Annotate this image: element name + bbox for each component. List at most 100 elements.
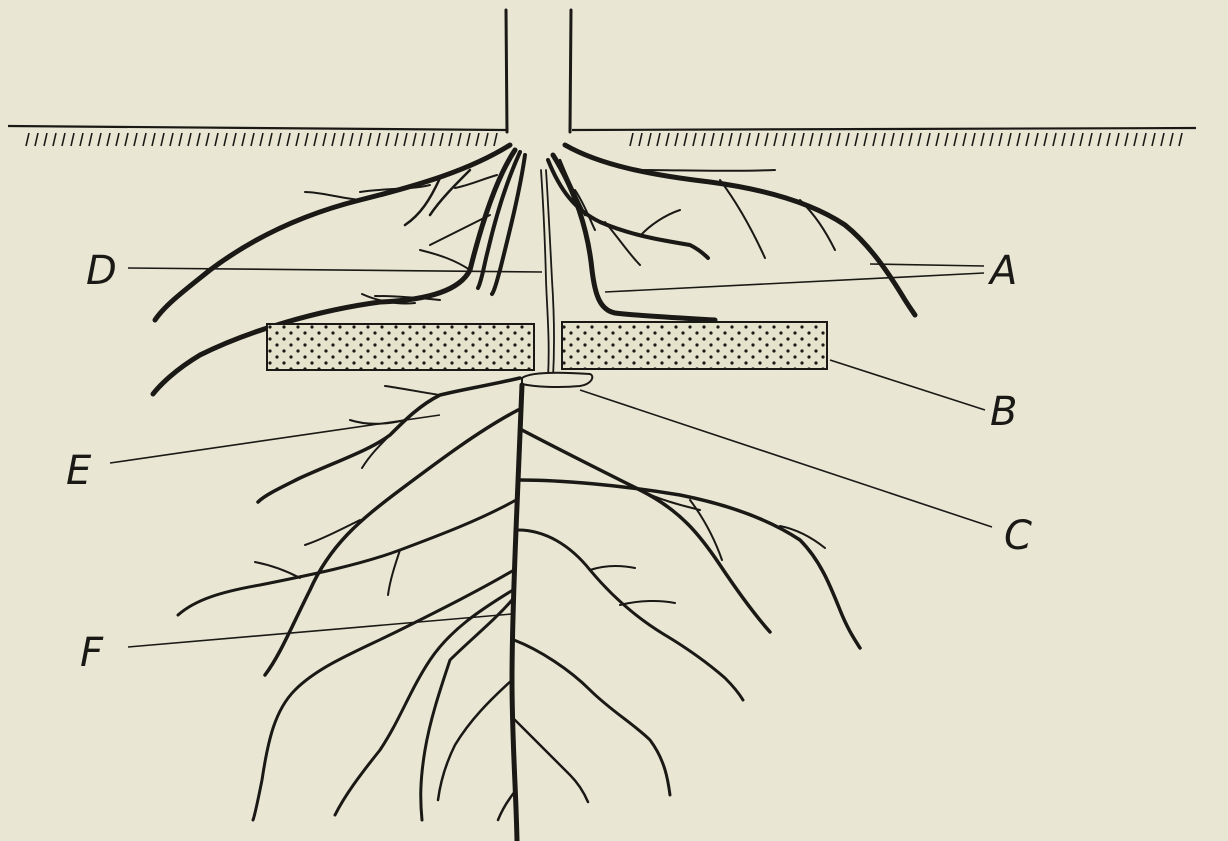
soil-hatch-mark [1134,133,1137,146]
soil-hatch-mark [729,133,732,146]
soil-hatch-mark [26,133,29,146]
soil-hatch-mark [1035,133,1038,146]
soil-hatch-mark [485,133,488,146]
soil-hatch-mark [143,133,146,146]
soil-hatch-mark [1071,133,1074,146]
soil-hatch-mark [359,133,362,146]
soil-hatch-mark [738,133,741,146]
soil-hatch-mark [936,133,939,146]
soil-hatch-mark [296,133,299,146]
soil-hatch-mark [819,133,822,146]
soil-hatch-mark [918,133,921,146]
soil-hatch-mark [1143,133,1146,146]
soil-hatch-mark [458,133,461,146]
soil-hatch-mark [810,133,813,146]
soil-hatch-mark [1053,133,1056,146]
soil-hatch-mark [1044,133,1047,146]
soil-hatch-mark [702,133,705,146]
leader-a-lower [605,273,984,292]
soil-hatch-mark [251,133,254,146]
soil-hatch-mark [179,133,182,146]
soil-hatch-mark [657,133,660,146]
leader-c [580,390,992,527]
soil-hatch-mark [1017,133,1020,146]
soil-hatch-mark [233,133,236,146]
soil-hatch-mark [666,133,669,146]
soil-hatch-mark [1125,133,1128,146]
soil-hatching-right [630,133,1182,146]
soil-hatch-mark [684,133,687,146]
soil-hatch-mark [44,133,47,146]
label-d: D [86,248,117,294]
soil-hatch-mark [413,133,416,146]
label-b: B [990,389,1017,435]
soil-hatch-mark [368,133,371,146]
soil-hatch-mark [197,133,200,146]
soil-hatch-mark [287,133,290,146]
soil-hatch-mark [1170,133,1173,146]
soil-hatch-mark [639,133,642,146]
soil-hatch-mark [909,133,912,146]
soil-hatch-mark [386,133,389,146]
soil-hatching-left [26,133,497,146]
soil-hatch-mark [206,133,209,146]
soil-hatch-mark [630,133,633,146]
soil-hatch-mark [1161,133,1164,146]
soil-hatch-mark [900,133,903,146]
soil-hatch-mark [53,133,56,146]
soil-hatch-mark [449,133,452,146]
soil-hatch-mark [314,133,317,146]
soil-hatch-mark [152,133,155,146]
soil-hatch-mark [242,133,245,146]
soil-hatch-mark [954,133,957,146]
soil-hatch-mark [422,133,425,146]
soil-hatch-mark [747,133,750,146]
soil-hatch-mark [305,133,308,146]
soil-hatch-mark [395,133,398,146]
soil-hatch-mark [62,133,65,146]
soil-hatch-mark [846,133,849,146]
soil-hatch-mark [71,133,74,146]
soil-hatch-mark [981,133,984,146]
leader-a-upper [870,264,984,266]
plant-stem [506,10,571,132]
soil-hatch-mark [990,133,993,146]
soil-hatch-mark [774,133,777,146]
soil-hatch-mark [476,133,479,146]
soil-hatch-mark [864,133,867,146]
soil-hatch-mark [404,133,407,146]
soil-hatch-mark [792,133,795,146]
soil-hatch-mark [675,133,678,146]
soil-hatch-mark [170,133,173,146]
soil-hatch-mark [107,133,110,146]
diagram-labels: A B C D E F [66,248,1032,676]
soil-hatch-mark [711,133,714,146]
soil-hatch-mark [720,133,723,146]
ground-surface [8,126,1196,146]
label-a: A [987,248,1017,294]
soil-hatch-mark [1107,133,1110,146]
root-tip-c [522,373,592,387]
soil-hatch-mark [756,133,759,146]
soil-hatch-mark [828,133,831,146]
soil-hatch-mark [693,133,696,146]
label-c: C [1004,513,1032,559]
soil-hatch-mark [972,133,975,146]
soil-hatch-mark [1098,133,1101,146]
soil-hatch-mark [269,133,272,146]
soil-hatch-mark [116,133,119,146]
soil-hatch-mark [440,133,443,146]
soil-hatch-mark [35,133,38,146]
label-e: E [66,448,92,494]
soil-hatch-mark [783,133,786,146]
soil-hatch-mark [999,133,1002,146]
soil-hatch-mark [648,133,651,146]
soil-hatch-mark [1116,133,1119,146]
soil-hatch-mark [963,133,966,146]
soil-hatch-mark [882,133,885,146]
soil-hatch-mark [1008,133,1011,146]
soil-hatch-mark [134,133,137,146]
soil-hatch-mark [801,133,804,146]
